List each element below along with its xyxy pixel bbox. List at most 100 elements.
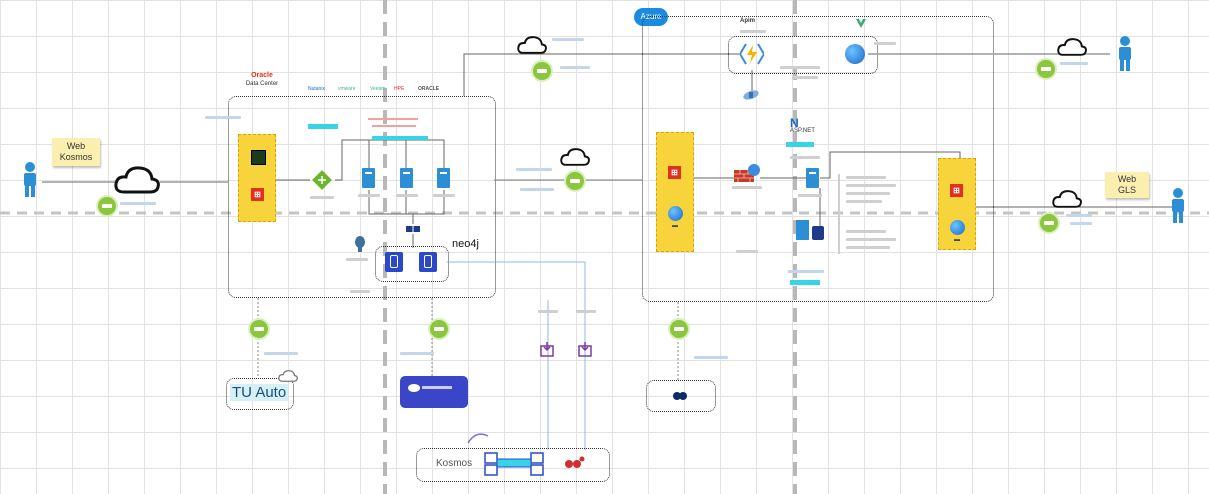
router-icon: [312, 170, 332, 190]
sticky-line-1: Web: [66, 141, 86, 151]
annotation-text: [576, 310, 596, 313]
annotation-text: [846, 200, 882, 203]
partner-logo-icon: [564, 456, 586, 470]
queue-icon: [578, 342, 592, 358]
firewall-icon: ⊞: [668, 166, 681, 179]
annotation-text: [732, 186, 762, 189]
vendor-logo-strip: Nutanix vmware Veeam HPE ORACLE: [308, 86, 448, 94]
internet-cloud-icon-middle: [560, 146, 590, 168]
annotation-text: [372, 125, 416, 127]
apim-logo: Apim: [740, 18, 755, 24]
infinity-logo-icon: [672, 388, 688, 400]
kosmos-logo: Kosmos: [436, 458, 473, 469]
annotation-text: [552, 38, 584, 41]
green-badge-icon: [564, 170, 586, 192]
internet-cloud-icon-left: [114, 164, 160, 196]
annotation-text: [780, 66, 820, 69]
database-icon: [385, 252, 403, 272]
aspnet-label: ASP.NET: [790, 128, 815, 134]
annotation-text: [433, 194, 455, 197]
annotation-text: [396, 194, 418, 197]
api-gateway-box: [728, 36, 878, 74]
api-icon: [812, 226, 824, 240]
highlight-bar: [308, 124, 338, 129]
storage-icon: [796, 220, 809, 240]
load-balancer-icon: [405, 221, 421, 234]
oracle-subtitle: Data Center: [245, 81, 279, 87]
azure-edge-highlight: [656, 132, 694, 252]
app-server-icon: [362, 168, 375, 188]
annotation-text: [694, 356, 728, 359]
sticky-line-2: GLS: [1117, 185, 1136, 195]
annotation-text: [798, 194, 822, 197]
kosmos-box: [416, 448, 610, 482]
shield-icon: [251, 150, 266, 165]
queue-icon: [540, 342, 554, 358]
annotation-text: [846, 176, 886, 179]
veeam-logo: Veeam: [370, 86, 386, 92]
annotation-text: [846, 192, 890, 195]
highlight-bar: [786, 142, 814, 147]
annotation-text: [846, 238, 896, 241]
oracle-logo: ORACLE: [418, 86, 440, 92]
app-service-icon: [806, 168, 819, 188]
annotation-text: [1066, 214, 1092, 217]
oracle-datacenter-boundary: [228, 96, 496, 298]
right-user-icon-bottom: [1170, 188, 1186, 224]
annotation-text: [846, 246, 890, 249]
annotation-text: [520, 188, 554, 191]
annotation-text: [560, 66, 590, 69]
annotation-text: [846, 230, 886, 233]
nutanix-logo: Nutanix: [308, 86, 325, 92]
green-badge-icon: [668, 318, 690, 340]
app-server-icon: [400, 168, 413, 188]
annotation-text: [264, 352, 298, 355]
tu-auto-logo: TU Auto: [230, 384, 289, 401]
annotation-text: [736, 250, 758, 253]
app-server-icon: [437, 168, 450, 188]
annotation-text: [740, 30, 766, 33]
annotation-text: [792, 76, 818, 79]
annotation-text: [1070, 222, 1092, 225]
vmware-logo: vmware: [338, 86, 356, 92]
database-cluster-box: [375, 246, 449, 282]
green-badge-icon: [1038, 212, 1060, 234]
annotation-text: [846, 184, 896, 187]
annotation-text: [350, 290, 370, 293]
globe-icon: [668, 206, 683, 221]
highlight-bar: [372, 136, 428, 140]
green-badge-icon: [1035, 58, 1057, 80]
sticky-line-1: Web: [1117, 174, 1137, 184]
external-service-box: [646, 380, 716, 412]
hpe-logo: HPE: [394, 86, 405, 92]
right-user-icon-top: [1117, 36, 1133, 72]
web-app-globe-icon: [845, 44, 865, 64]
annotation-text: [1060, 62, 1088, 65]
oracle-edge-highlight: [238, 134, 276, 222]
satellite-icon: [742, 88, 760, 102]
annotation-text: ▬: [672, 223, 678, 229]
bracket-line: [838, 174, 840, 254]
sticky-line-2: Kosmos: [59, 152, 93, 162]
firewall-icon: ⊞: [950, 184, 963, 197]
annotation-text: ▬: [954, 237, 960, 243]
vue-icon: [856, 16, 866, 28]
tu-auto-box: [226, 378, 294, 410]
annotation-text: [788, 270, 824, 273]
neo4j-logo: neo4j: [452, 238, 479, 250]
internet-cloud-icon-right-bottom: [1052, 188, 1082, 210]
green-badge-icon: [428, 318, 450, 340]
annotation-text: [120, 202, 156, 205]
left-user-sticky-note: Web Kosmos: [52, 138, 100, 166]
azure-boundary: [642, 16, 994, 302]
oracle-title: Oracle: [251, 72, 273, 79]
green-badge-icon: [96, 195, 118, 217]
cloud-icon: [278, 368, 298, 384]
annotation-text: [516, 168, 552, 171]
annotation-text: [358, 194, 380, 197]
internet-cloud-icon-right-top: [1057, 36, 1087, 58]
green-badge-icon: [531, 60, 553, 82]
firewall-icon: ⊞: [251, 188, 264, 201]
annotation-text: [368, 118, 418, 120]
